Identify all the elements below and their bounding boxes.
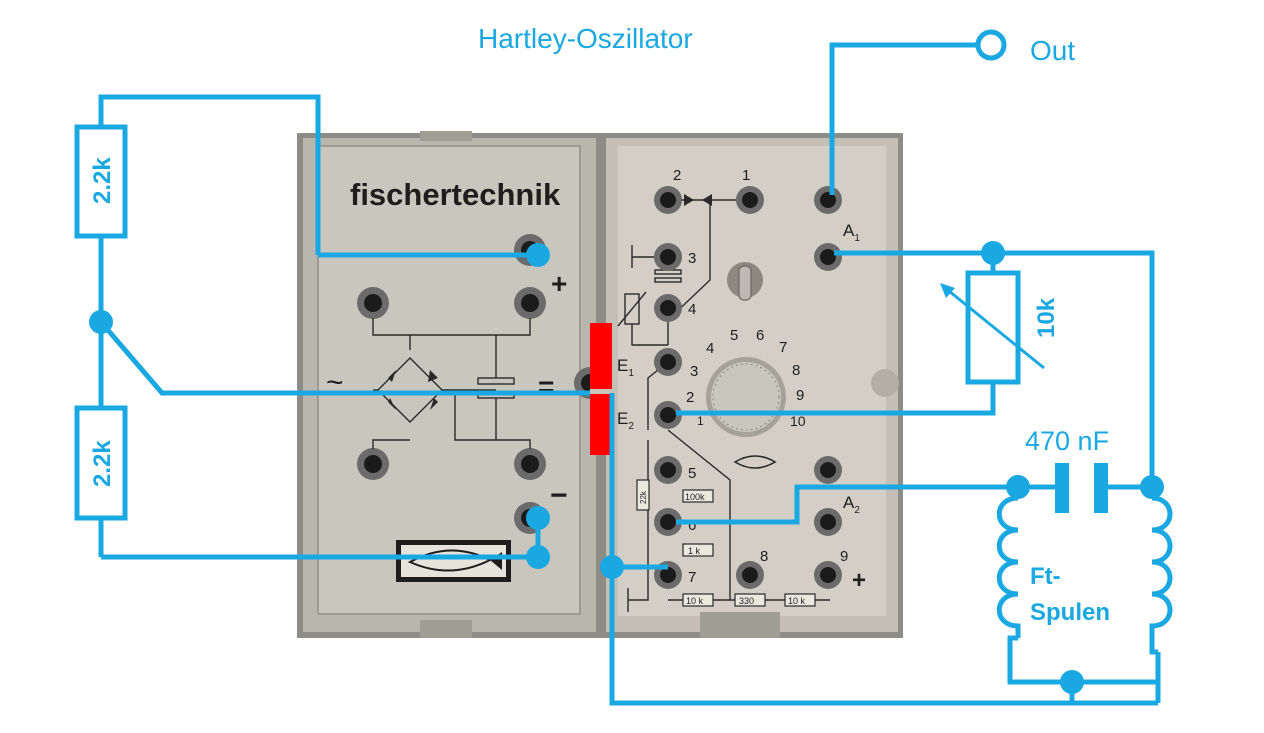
pin-label-6: 6 (688, 517, 696, 534)
socket-a2-bottom[interactable] (814, 508, 842, 536)
socket-pin-1[interactable] (736, 186, 764, 214)
socket-pin-3[interactable] (654, 243, 682, 271)
power-socket-ac-bottom[interactable] (357, 448, 389, 480)
label-a2: A2 (843, 493, 860, 516)
resistor-100k-label: 100k (685, 492, 705, 502)
label-e1: E1 (617, 356, 634, 379)
output-terminal[interactable] (975, 29, 1007, 61)
resistor-22k-label: 22k (639, 490, 648, 504)
dial-mark-6: 6 (756, 327, 764, 344)
dc-symbol: = (538, 371, 554, 402)
power-socket-plus-bottom[interactable] (514, 287, 546, 319)
socket-e2[interactable] (654, 401, 682, 429)
power-socket-ac-top[interactable] (357, 287, 389, 319)
pin-label-7: 7 (688, 569, 696, 586)
potentiometer-10k (940, 270, 1045, 385)
transistor-schematic (617, 194, 830, 612)
transistor-module: 100k 1 k 10 k 330 10 k 22k 2 1 3 4 5 6 (600, 133, 903, 638)
dial-mark-1: 1 (697, 414, 704, 428)
pin-label-3: 3 (688, 250, 696, 267)
socket-pin-2[interactable] (654, 186, 682, 214)
diagram-title: Hartley-Oszillator (478, 23, 693, 54)
coil-left (996, 495, 1021, 638)
capacitor-label: 470 nF (1025, 426, 1109, 456)
resistor-1k-label: 1 k (688, 546, 701, 556)
power-supply-module: fischertechnik (297, 131, 606, 638)
pin-label-9: 9 (840, 548, 848, 565)
output-label: Out (1030, 35, 1075, 66)
resistor-330-label: 330 (739, 596, 754, 606)
fischer-logo (396, 540, 511, 582)
socket-pin-8[interactable] (736, 561, 764, 589)
pin-label-8: 8 (760, 548, 768, 565)
coil-label-line2: Spulen (1030, 599, 1110, 626)
resistor-10k-a-label: 10 k (686, 596, 704, 606)
label-a1: A1 (843, 221, 860, 244)
resistor-2k2-top-label: 2.2k (89, 157, 116, 204)
pin-label-4: 4 (688, 301, 696, 318)
dial-mark-8: 8 (792, 362, 800, 379)
dial-mark-3: 3 (690, 363, 698, 380)
module-connector (590, 323, 612, 455)
frequency-dial[interactable] (706, 357, 786, 437)
capacitor-470nf (1055, 463, 1108, 513)
socket-a1-top[interactable] (814, 186, 842, 214)
power-minus-symbol: − (550, 479, 568, 512)
resistor-2k2-bottom (74, 405, 128, 521)
potentiometer-label: 10k (1033, 297, 1060, 338)
wiring (98, 42, 1161, 706)
socket-pin-6[interactable] (654, 508, 682, 536)
dial-mark-5: 5 (730, 327, 738, 344)
pin-label-2: 2 (673, 167, 681, 184)
pin-label-1: 1 (742, 167, 750, 184)
resistor-2k2-bottom-label: 2.2k (89, 440, 116, 487)
dial-mark-7: 7 (779, 339, 787, 356)
power-plus-symbol: + (551, 268, 567, 299)
power-socket-minus-top[interactable] (514, 448, 546, 480)
socket-a2-top[interactable] (814, 456, 842, 484)
junction-dots (89, 241, 1164, 694)
brand-logo-text: fischertechnik (350, 177, 561, 212)
dial-mark-2: 2 (686, 389, 694, 406)
socket-a1-bottom[interactable] (814, 243, 842, 271)
pin-label-plus: + (852, 567, 866, 594)
resistor-2k2-top (74, 124, 128, 239)
toggle-switch[interactable] (727, 262, 763, 301)
socket-pin-4[interactable] (654, 294, 682, 322)
pin-label-5: 5 (688, 465, 696, 482)
socket-e1[interactable] (654, 348, 682, 376)
label-e2: E2 (617, 409, 634, 432)
dial-mark-10: 10 (790, 413, 806, 429)
coil-right (1149, 487, 1173, 655)
socket-pin-5[interactable] (654, 456, 682, 484)
coil-label-line1: Ft- (1030, 563, 1061, 590)
resistor-10k-b-label: 10 k (788, 596, 806, 606)
socket-pin-9[interactable] (814, 561, 842, 589)
dial-mark-9: 9 (796, 387, 804, 404)
dial-mark-4: 4 (706, 340, 714, 357)
